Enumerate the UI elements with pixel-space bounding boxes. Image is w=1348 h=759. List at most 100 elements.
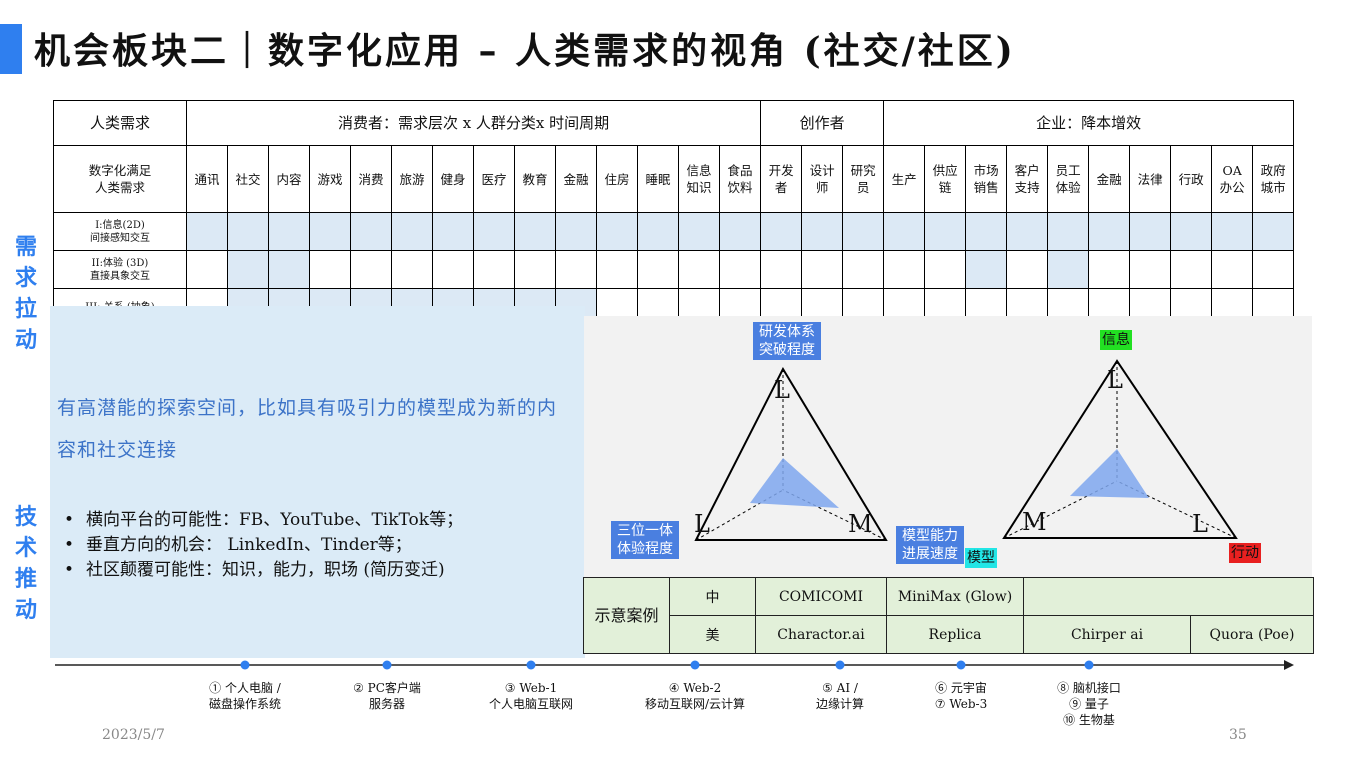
matrix-cell (391, 250, 433, 289)
column-header: 设计师 (801, 145, 844, 213)
matrix-cell (555, 250, 597, 289)
matrix-cell (1129, 250, 1172, 289)
timeline-dot (240, 660, 250, 670)
title-accent-bar (0, 24, 22, 74)
bullet-item: 横向平台的可能性：FB、YouTube、TikTok等； (52, 508, 463, 533)
column-header: 员工体验 (1047, 145, 1090, 213)
matrix-cell (268, 212, 310, 251)
column-header: 社交 (227, 145, 269, 213)
case-examples-table: 示意案例 中 COMICOMI MiniMax (Glow) 美 Charact… (583, 577, 1314, 654)
matrix-cell (596, 250, 638, 289)
column-header: 睡眠 (637, 145, 679, 213)
timeline-dot (1084, 660, 1094, 670)
vertex-letter: M (1022, 508, 1047, 536)
text-overlay-panel (50, 306, 585, 658)
right-triangle (1002, 359, 1238, 539)
matrix-cell (760, 212, 803, 251)
matrix-cell (268, 250, 310, 289)
row-label: II:体验 (3D)直接具象交互 (53, 250, 187, 289)
vertex-letter: M (848, 510, 873, 538)
matrix-cell (1211, 250, 1254, 289)
matrix-cell (227, 212, 269, 251)
matrix-cell (186, 250, 228, 289)
vertex-letter: L (694, 510, 710, 538)
matrix-cell (432, 212, 474, 251)
matrix-cell (801, 212, 844, 251)
timeline-dot (956, 660, 966, 670)
matrix-cell (514, 212, 556, 251)
matrix-cell (473, 250, 515, 289)
matrix-cell (309, 250, 351, 289)
matrix-cell (309, 212, 351, 251)
bullet-list: 横向平台的可能性：FB、YouTube、TikTok等； 垂直方向的机会： Li… (52, 508, 463, 583)
axis-label-model: 模型 (965, 548, 997, 568)
case-item (1023, 577, 1314, 616)
timeline-label: ② PC客户端服务器 (353, 681, 421, 711)
column-header: 旅游 (391, 145, 433, 213)
matrix-cell (965, 212, 1008, 251)
left-triangle (694, 366, 888, 541)
footer-page-number: 35 (1229, 727, 1247, 743)
column-header: 通讯 (186, 145, 228, 213)
case-item: Replica (886, 615, 1024, 654)
column-header: 市场销售 (965, 145, 1008, 213)
matrix-cell (1211, 212, 1254, 251)
group-header-consumer: 消费者：需求层次 x 人群分类x 时间周期 (185, 100, 762, 146)
matrix-cell (718, 250, 762, 289)
column-header: 信息知识 (678, 145, 720, 213)
column-header: 消费 (350, 145, 392, 213)
highlight-text: 有高潜能的探索空间，比如具有吸引力的模型成为新的内容和社交连接 (57, 397, 558, 461)
matrix-cell (678, 212, 720, 251)
column-header: 研究员 (842, 145, 885, 213)
matrix-cell (391, 212, 433, 251)
timeline-dot (690, 660, 700, 670)
matrix-cell (924, 250, 967, 289)
column-header: 内容 (268, 145, 310, 213)
subcorner-cell: 数字化满足人类需求 (53, 145, 187, 213)
axis-label-action: 行动 (1229, 543, 1261, 563)
timeline-dot (526, 660, 536, 670)
timeline-dot (835, 660, 845, 670)
column-header: 教育 (514, 145, 556, 213)
column-header: 游戏 (309, 145, 351, 213)
page-title: 机会板块二｜数字化应用 – 人类需求的视角 (社交/社区) (34, 30, 1016, 72)
side-label-tech-push: 技术推动 (14, 504, 37, 623)
matrix-cell (883, 212, 926, 251)
axis-label-model-progress: 模型能力进展速度 (896, 526, 964, 564)
column-header: 开发者 (760, 145, 803, 213)
matrix-cell (965, 250, 1008, 289)
vertex-letter: L (1107, 366, 1123, 394)
bullet-item: 社区颠覆可能性：知识，能力，职场 (简历变迁) (52, 558, 463, 583)
bullet-item: 垂直方向的机会： LinkedIn、Tinder等； (52, 533, 463, 558)
column-header: 金融 (555, 145, 597, 213)
matrix-cell (883, 250, 926, 289)
timeline-dot (382, 660, 392, 670)
matrix-cell (1006, 212, 1049, 251)
case-tag-us: 美 (669, 615, 756, 654)
matrix-cell (1006, 250, 1049, 289)
column-header: 住房 (596, 145, 638, 213)
needs-matrix-table: 人类需求 消费者：需求层次 x 人群分类x 时间周期 创作者 企业：降本增效 数… (53, 100, 1295, 327)
matrix-cell (596, 212, 638, 251)
axis-label-info: 信息 (1100, 330, 1132, 350)
matrix-cell (924, 212, 967, 251)
matrix-cell (473, 212, 515, 251)
matrix-cell (1047, 212, 1090, 251)
matrix-cell (1047, 250, 1090, 289)
group-header-creator: 创作者 (760, 100, 885, 146)
vertex-letter: L (774, 376, 790, 404)
matrix-cell (514, 250, 556, 289)
case-lead-cell: 示意案例 (583, 577, 670, 654)
row-label: I:信息(2D)间接感知交互 (53, 212, 187, 251)
matrix-cell (432, 250, 474, 289)
matrix-cell (350, 250, 392, 289)
matrix-cell (1170, 212, 1213, 251)
matrix-cell (1252, 212, 1295, 251)
column-header: 健身 (432, 145, 474, 213)
axis-label-experience: 三位一体体验程度 (611, 521, 679, 559)
column-header: 供应链 (924, 145, 967, 213)
matrix-cell (842, 250, 885, 289)
